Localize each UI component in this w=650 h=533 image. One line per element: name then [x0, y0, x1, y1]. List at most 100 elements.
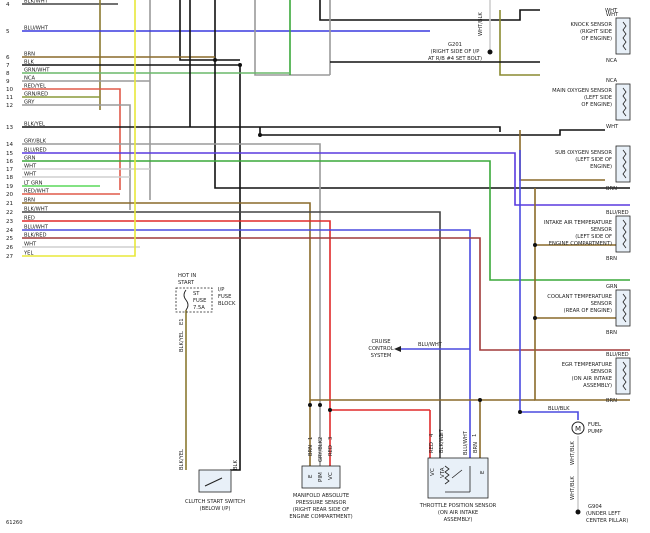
- fuel-pump-label-2: PUMP: [588, 429, 603, 435]
- pin-number: 25: [6, 236, 14, 242]
- fuel-pump-wire2-label: WHT/BLK: [570, 441, 576, 465]
- pin-wire-label: BLK/WHT: [24, 207, 49, 213]
- fuse-pin: E1: [179, 318, 185, 325]
- resistor-icon: [622, 87, 627, 117]
- wire-24-blu-wht: [22, 229, 471, 405]
- sensor-label: SENSOR: [591, 227, 613, 233]
- sensor-box: [615, 215, 631, 253]
- wire-27-yel: [22, 0, 136, 257]
- map-sensor: E PIM VC 1 2 3 BRN GRY/BLK RED MANIFOLD …: [289, 437, 352, 520]
- pin-wire-label: RED/WHT: [24, 189, 50, 195]
- pin-wire-label: BLK/RED: [24, 233, 46, 239]
- pin-number: 17: [6, 167, 14, 173]
- splice-dot: [478, 398, 482, 402]
- wire-top-black-a: [179, 0, 240, 61]
- sensor-label: (LEFT SIDE OF: [575, 234, 612, 240]
- sensor-box: [615, 357, 631, 395]
- wire-map-brn-bus: [310, 399, 481, 460]
- pin-number: 14: [6, 142, 14, 148]
- ground-g201-dot: [487, 49, 493, 55]
- tps-wire-red: RED: [429, 442, 435, 453]
- resistor-icon: [622, 361, 627, 391]
- pin-wire-label: GRN: [24, 156, 36, 162]
- pin-wire-label: GRY/BLK: [24, 139, 47, 145]
- ground-g904-dot: [575, 509, 581, 515]
- fuse-symbol-icon: [183, 289, 189, 311]
- pin-number: 9: [6, 79, 10, 85]
- ground-g201-desc-2: AT R/B #4 SET BOLT): [428, 56, 482, 62]
- splice-dot: [518, 410, 522, 414]
- ground-g904-label: G904: [588, 504, 603, 510]
- wire-top-black-c: [319, 0, 540, 21]
- map-sensor-box: [301, 465, 341, 489]
- splice-dot: [328, 408, 332, 412]
- tps-pin-vta: VTA: [440, 467, 446, 478]
- map-pin-vc: VC: [328, 472, 334, 480]
- sensor-label: SENSOR: [591, 301, 613, 307]
- fuel-pump-motor-symbol: [571, 421, 585, 435]
- sensor-wire-top: BLU/RED: [606, 352, 629, 358]
- resistor-icon: [622, 219, 627, 249]
- connector-pin-list: 4BLK/WHT5BLU/WHT6BRN7BLK8GRN/WHT9NCA10RE…: [6, 0, 50, 260]
- sensor-label: (REAR OF ENGINE): [564, 308, 612, 314]
- tps-pin-e: E: [480, 470, 486, 474]
- splice-dot: [258, 133, 262, 137]
- wire-13-blk-yel: [22, 126, 501, 132]
- map-wire-gry: GRY/BLK: [318, 439, 324, 462]
- ground-g201: WHT/BLK G201 (RIGHT SIDE OF I/P AT R/B #…: [428, 0, 493, 62]
- sensor-label: ENGINE COMPARTMENT): [549, 241, 612, 247]
- map-pin-pim: PIM: [318, 472, 324, 482]
- map-wire-red: RED: [328, 445, 334, 456]
- pin-number: 27: [6, 254, 14, 260]
- wire-main-o2: [259, 127, 605, 136]
- splice-dot: [213, 58, 217, 62]
- sensor-label: (RIGHT SIDE: [580, 29, 612, 35]
- st-fuse: HOT IN START ST FUSE 7.5A I/P FUSE BLOCK…: [175, 273, 236, 352]
- pin-wire-label: BLU/WHT: [24, 26, 49, 32]
- sensor-wire-bottom: BRN: [606, 330, 617, 336]
- sensor-label: INTAKE AIR TEMPERATURE: [544, 220, 612, 226]
- fuse-box-2: FUSE: [193, 298, 206, 304]
- sensor-box: [615, 289, 631, 327]
- sensor-wire-bottom: BRN: [606, 256, 617, 262]
- sensor-label: OF ENGINE): [581, 36, 612, 42]
- pin-wire-label: BLK/WHT: [24, 0, 49, 5]
- pin-number: 10: [6, 87, 14, 93]
- pin-wire-label: WHT: [24, 164, 37, 170]
- sensor-wire-bottom: BRN: [606, 186, 617, 192]
- fuse-hot-2: START: [178, 280, 195, 286]
- sensor-label: KNOCK SENSOR: [571, 22, 613, 28]
- tps-resistor-icon: [444, 465, 471, 493]
- tps-box: [427, 457, 489, 499]
- cruise-label-2: CONTROL: [368, 346, 393, 352]
- tps-wire-blk-wht: BLK/WHT: [439, 428, 445, 453]
- sensor-label: (LEFT SIDE OF: [575, 157, 612, 163]
- pin-wire-label: BRN: [24, 198, 35, 204]
- sensor-wire-top: NCA: [606, 78, 618, 84]
- clutch-label-2: (BELOW I/P): [200, 506, 231, 512]
- sensor-label: MAIN OXYGEN SENSOR: [552, 88, 612, 94]
- tps-wire-brn: BRN: [473, 442, 479, 453]
- splice-dots: [213, 58, 537, 414]
- fuel-pump-wire3-label: WHT/BLK: [570, 476, 576, 500]
- clutch-label-1: CLUTCH START SWITCH: [185, 499, 245, 505]
- ground-g201-desc-1: (RIGHT SIDE OF I/P: [431, 49, 480, 55]
- pin-number: 5: [6, 29, 10, 35]
- pin-number: 19: [6, 184, 14, 190]
- pin-wire-label: BLK/YEL: [24, 122, 45, 128]
- wire-12-gry: [22, 104, 131, 210]
- fuel-pump-wire-label: BLU/BLK: [548, 406, 570, 412]
- pin-number: 18: [6, 175, 14, 181]
- wire-7-blk: [22, 64, 241, 460]
- pin-wire-label: GRY: [24, 100, 35, 106]
- wire-top-gray-2: [254, 0, 330, 76]
- wire-16-grn: [22, 160, 630, 281]
- pin-number: 24: [6, 228, 14, 234]
- pin-wire-label: BLU/RED: [24, 148, 47, 154]
- pin-wire-label: RED: [24, 216, 35, 222]
- wire-22-blk-wht: [22, 211, 441, 405]
- pin-wire-label: YEL: [23, 251, 33, 257]
- pin-number: 11: [6, 95, 14, 101]
